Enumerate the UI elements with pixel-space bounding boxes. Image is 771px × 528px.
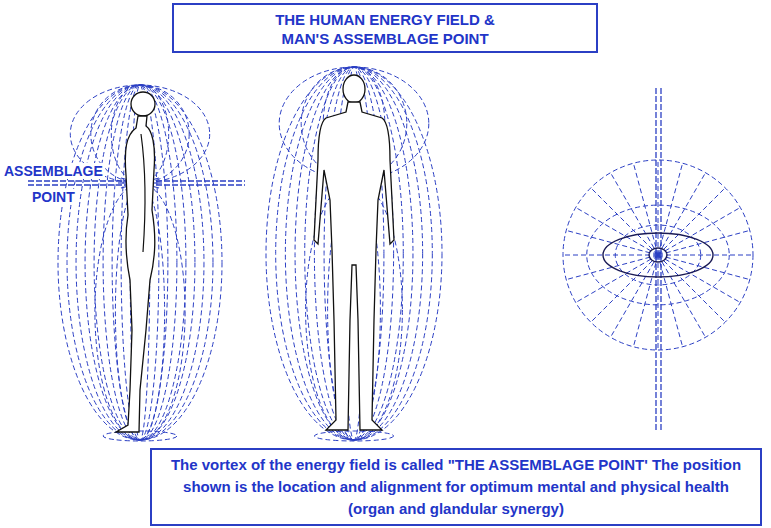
field-meridian xyxy=(305,67,404,440)
field-meridian xyxy=(112,85,168,440)
body-outline-top xyxy=(603,233,713,277)
field-ray xyxy=(576,208,658,256)
part-label: POINT xyxy=(30,189,77,205)
field-ray xyxy=(658,255,659,350)
vertical-axis xyxy=(660,88,661,432)
field-ray xyxy=(611,173,659,255)
field-ray xyxy=(658,163,683,255)
field-meridian xyxy=(67,85,213,440)
base-ring xyxy=(314,431,393,441)
field-ray xyxy=(658,160,659,255)
field-meridian xyxy=(276,67,433,440)
field-meridian xyxy=(85,85,195,440)
field-ray xyxy=(576,255,658,303)
side-figure xyxy=(116,116,155,432)
vertical-axis xyxy=(655,88,656,432)
field-meridian xyxy=(314,67,393,440)
field-meridian xyxy=(285,67,422,440)
field-circle xyxy=(563,160,753,350)
field-ray xyxy=(658,255,706,337)
title-box: THE HUMAN ENERGY FIELD & MAN'S ASSEMBLAG… xyxy=(172,3,598,53)
field-ray xyxy=(611,255,659,337)
figure-head xyxy=(131,92,155,116)
field-ray xyxy=(633,163,658,255)
part-label: ASSEMBLAGE xyxy=(2,163,105,179)
title-text: THE HUMAN ENERGY FIELD & MAN'S ASSEMBLAG… xyxy=(250,10,520,48)
label-holder: POINT xyxy=(30,188,77,206)
field-ray xyxy=(591,255,658,322)
field-ray xyxy=(658,255,725,322)
field-meridian xyxy=(295,67,413,440)
field-ray xyxy=(658,188,725,255)
caption-box: The vortex of the energy field is called… xyxy=(150,448,762,526)
field-ray xyxy=(658,255,753,256)
field-ray xyxy=(591,188,658,255)
field-lines xyxy=(58,67,753,441)
field-ray xyxy=(658,255,683,347)
field-meridian xyxy=(94,85,186,440)
label-holder: ASSEMBLAGE xyxy=(2,162,105,180)
field-ray xyxy=(563,255,658,256)
field-ray xyxy=(633,255,658,347)
field-meridian xyxy=(266,67,442,440)
caption-text: The vortex of the energy field is called… xyxy=(160,454,752,520)
field-ray xyxy=(658,255,740,303)
head-outline-top xyxy=(649,248,667,262)
front-figure xyxy=(314,102,394,430)
side-figure-arm xyxy=(141,134,145,252)
field-meridian xyxy=(76,85,204,440)
field-meridian xyxy=(58,85,222,440)
field-ray xyxy=(658,208,740,256)
field-ray xyxy=(658,173,706,255)
figure-head xyxy=(343,75,365,103)
field-meridian xyxy=(103,85,177,440)
